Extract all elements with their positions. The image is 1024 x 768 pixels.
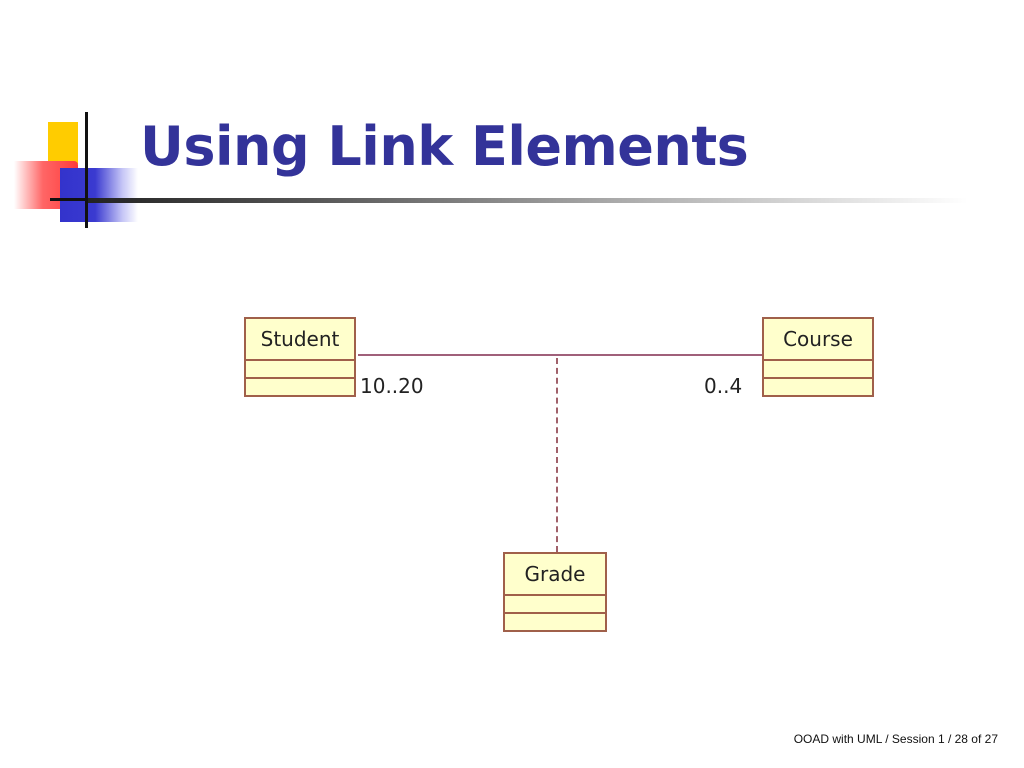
uml-class-student: Student [244, 317, 356, 397]
class-name: Grade [505, 554, 605, 596]
class-name: Student [246, 319, 354, 361]
title-ornament [0, 0, 140, 240]
ornament-blue-square [60, 168, 138, 222]
slide-footer: OOAD with UML / Session 1 / 28 of 27 [793, 732, 998, 746]
uml-class-course: Course [762, 317, 874, 397]
ornament-yellow-square [48, 122, 78, 164]
attributes-compartment [246, 361, 354, 379]
operations-compartment [505, 614, 605, 630]
association-line [358, 354, 764, 356]
operations-compartment [764, 379, 872, 395]
title-underline [88, 198, 968, 203]
uml-class-grade: Grade [503, 552, 607, 632]
attributes-compartment [764, 361, 872, 379]
association-class-link-line [556, 358, 558, 552]
multiplicity-course: 0..4 [704, 374, 743, 398]
ornament-vertical-line [85, 112, 88, 228]
slide-title: Using Link Elements [140, 115, 749, 178]
class-name: Course [764, 319, 872, 361]
multiplicity-student: 10..20 [360, 374, 424, 398]
operations-compartment [246, 379, 354, 395]
attributes-compartment [505, 596, 605, 614]
